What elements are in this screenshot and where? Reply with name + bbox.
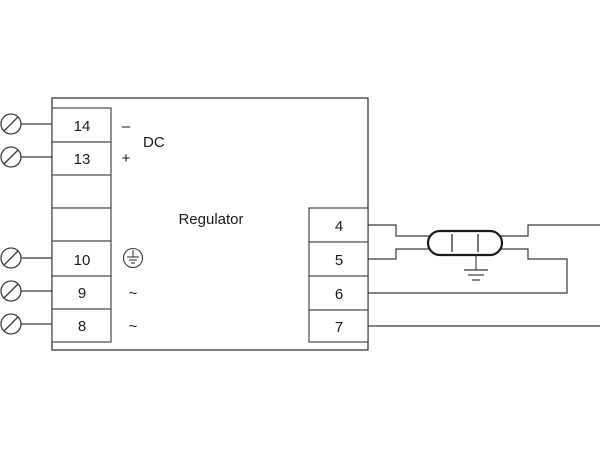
- ac-symbol-9: ~: [129, 285, 138, 302]
- right-terminal-strip: 4 5 6 7: [308, 207, 369, 343]
- protective-earth-icon: [122, 247, 144, 269]
- screw-terminal-9-icon: [0, 280, 22, 302]
- terminal-10-number: 10: [74, 252, 91, 269]
- terminal-9-number: 9: [78, 285, 86, 302]
- dc-label: DC: [143, 134, 165, 151]
- terminal-5-number: 5: [335, 252, 343, 269]
- sensor-capsule: [426, 229, 504, 257]
- screw-terminal-8-icon: [0, 313, 22, 335]
- screw-terminal-10-icon: [0, 247, 22, 269]
- screw-terminal-13-icon: [0, 146, 22, 168]
- terminal-4-number: 4: [335, 218, 343, 235]
- terminal-14-number: 14: [74, 118, 91, 135]
- regulator-label: Regulator: [178, 211, 243, 228]
- ac-symbol-8: ~: [129, 318, 138, 335]
- right-wiring: [368, 224, 600, 327]
- terminal-6-number: 6: [335, 286, 343, 303]
- screw-terminal-14-icon: [0, 113, 22, 135]
- left-wiring: [21, 123, 52, 325]
- ground-icon: [464, 255, 488, 281]
- terminal-8-number: 8: [78, 318, 86, 335]
- terminal-7-number: 7: [335, 319, 343, 336]
- left-terminal-strip: 14 13 10 9 8: [51, 107, 112, 343]
- minus-symbol: –: [122, 118, 131, 135]
- terminal-13-number: 13: [74, 151, 91, 168]
- plus-symbol: +: [122, 150, 131, 167]
